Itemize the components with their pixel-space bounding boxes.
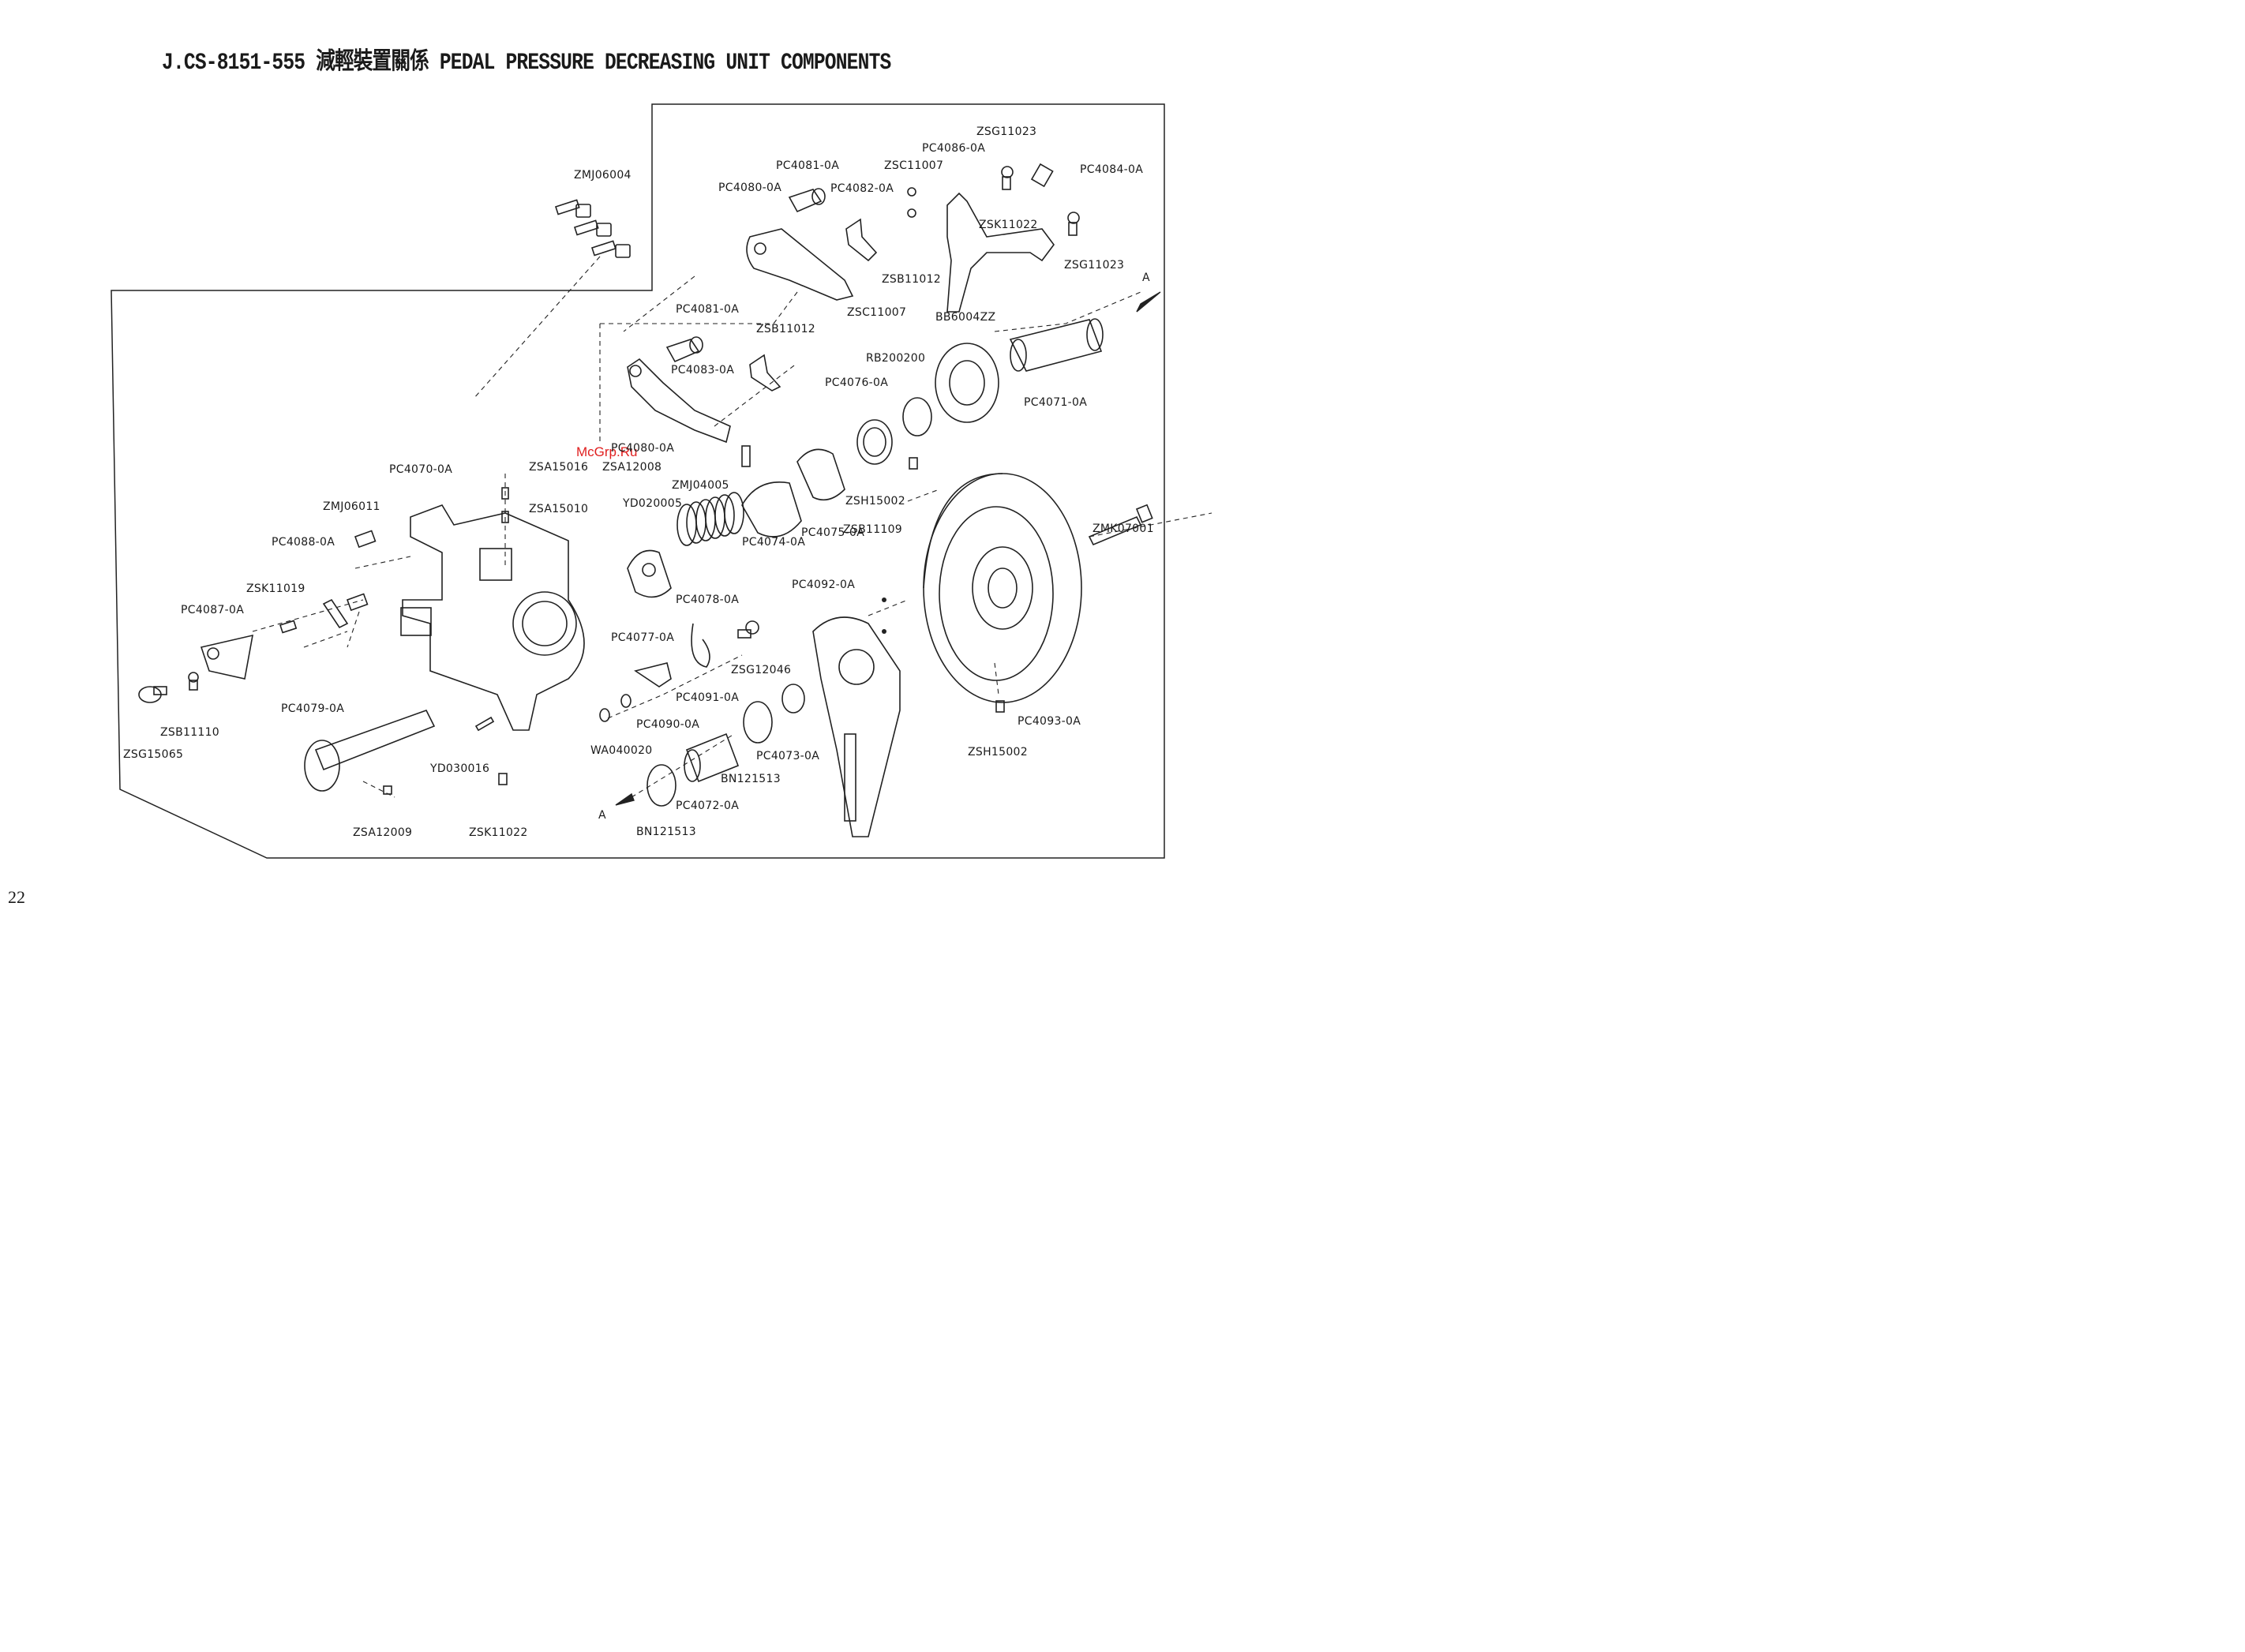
collar-pc4077: [627, 549, 672, 598]
label-pc4079: PC4079-0A: [281, 702, 345, 715]
label-pc4080-top: PC4080-0A: [718, 182, 782, 194]
label-pc4086: PC4086-0A: [922, 142, 986, 155]
label-pc4074: PC4074-0A: [742, 536, 806, 549]
label-zsa15016: ZSA15016: [529, 461, 589, 474]
pin-pc4081-mid: [665, 339, 700, 363]
label-zsg11023-right: ZSG11023: [1064, 259, 1125, 272]
label-pc4090: PC4090-0A: [636, 718, 700, 731]
pulley-pc4093: [923, 473, 1082, 703]
spring-pc4084: [1030, 163, 1054, 188]
ring-rb200200: [902, 397, 932, 436]
exploded-diagram: [111, 103, 1212, 859]
label-pc4075: PC4075-0A: [801, 526, 865, 539]
label-zsa12008: ZSA12008: [602, 461, 662, 474]
label-pc4073: PC4073-0A: [756, 750, 820, 762]
label-pc4088: PC4088-0A: [272, 536, 335, 549]
label-pc4076: PC4076-0A: [825, 376, 889, 389]
pin-pc4081-top: [788, 189, 823, 213]
label-wa040020: WA040020: [590, 744, 653, 757]
label-zsc11007-mid: ZSC11007: [847, 306, 907, 319]
bracket-pc4070: [402, 504, 585, 731]
spring-pc4088: [322, 598, 349, 629]
label-zsb11109: ZSB11109: [843, 523, 903, 536]
shaft-pc4079: [314, 710, 436, 771]
label-pc4078: PC4078-0A: [676, 594, 740, 606]
page-number: 22: [8, 887, 25, 907]
label-pc4093: PC4093-0A: [1018, 715, 1081, 728]
collar-pc4076: [856, 419, 893, 465]
cam-pc4074: [741, 481, 802, 538]
label-bn121513-bot: BN121513: [636, 826, 696, 838]
label-pc4081-mid: PC4081-0A: [676, 303, 740, 316]
label-pc4080-mid: PC4080-0A: [611, 442, 675, 455]
bearing-bn121513-top: [743, 701, 773, 744]
label-bn121513-top: BN121513: [721, 773, 781, 785]
label-pc4082: PC4082-0A: [830, 182, 894, 195]
diagram-frame: [111, 103, 1165, 859]
label-zmk07001: ZMK07001: [1093, 523, 1154, 535]
label-zsc11007-top: ZSC11007: [884, 159, 944, 172]
label-zmj06011: ZMJ06011: [323, 500, 380, 513]
label-zsb11012-top: ZSB11012: [882, 273, 942, 286]
label-zsg15065: ZSG15065: [123, 748, 184, 761]
label-zsk11019: ZSK11019: [246, 583, 305, 595]
label-pc4087: PC4087-0A: [181, 604, 245, 616]
label-pc4091: PC4091-0A: [676, 691, 740, 704]
watermark: McGrp.Ru: [576, 444, 638, 459]
label-zsh15002-mid: ZSH15002: [845, 495, 905, 508]
label-bb6004zz: BB6004ZZ: [935, 311, 996, 324]
label-pc4077: PC4077-0A: [611, 631, 675, 644]
link-plate-upper: [746, 228, 854, 301]
label-yd020005: YD020005: [623, 497, 683, 510]
label-pc4070: PC4070-0A: [389, 463, 453, 476]
spring-pc4091: [691, 623, 710, 668]
screw-zmk07001: [1088, 515, 1142, 546]
plate-pc4092: [812, 616, 901, 837]
label-zsa12009: ZSA12009: [353, 826, 413, 839]
label-pc4083: PC4083-0A: [671, 364, 735, 376]
lever-pc4090: [634, 662, 672, 687]
label-pc4081-top: PC4081-0A: [776, 159, 840, 172]
label-zsg12046: ZSG12046: [731, 664, 792, 676]
label-pc4072: PC4072-0A: [676, 800, 740, 812]
label-arrow-a-right: A: [1142, 272, 1150, 284]
label-zsh15002-bot: ZSH15002: [968, 746, 1028, 759]
label-zsa15010: ZSA15010: [529, 503, 589, 515]
bracket-pc4083: [749, 354, 781, 391]
bracket-pc4082: [845, 218, 878, 262]
label-zsb11110: ZSB11110: [160, 726, 220, 739]
lever-pc4086: [946, 192, 1055, 313]
cap-screws-zmj06004: [554, 199, 631, 258]
page-title: J.CS-8151-555 減輕裝置關係 PEDAL PRESSURE DECR…: [162, 50, 891, 77]
label-zsg11023-top: ZSG11023: [976, 125, 1037, 138]
spring-pc4078: [676, 492, 744, 546]
plate-pc4087: [200, 634, 254, 680]
label-zsk11022-bot: ZSK11022: [469, 826, 528, 839]
collar-pc4075: [796, 448, 845, 501]
label-zsb11012-mid: ZSB11012: [756, 323, 816, 335]
sleeve-pc4072: [685, 732, 740, 783]
label-pc4084: PC4084-0A: [1080, 163, 1144, 176]
bearing-bb6004zz: [935, 343, 999, 423]
label-zmj04005: ZMJ04005: [672, 479, 729, 492]
label-yd030016: YD030016: [430, 762, 490, 775]
label-rb200200: RB200200: [866, 352, 926, 365]
label-pc4071: PC4071-0A: [1024, 396, 1088, 409]
ring-pc4073: [781, 684, 805, 714]
label-zmj06004: ZMJ06004: [574, 169, 632, 182]
bearing-bn121513-bot: [647, 764, 676, 807]
link-plate-middle: [627, 358, 731, 444]
label-arrow-a-left: A: [598, 809, 606, 822]
label-zsk11022-top: ZSK11022: [979, 219, 1038, 231]
label-pc4092: PC4092-0A: [792, 579, 856, 591]
shaft-pc4071: [1009, 319, 1103, 372]
